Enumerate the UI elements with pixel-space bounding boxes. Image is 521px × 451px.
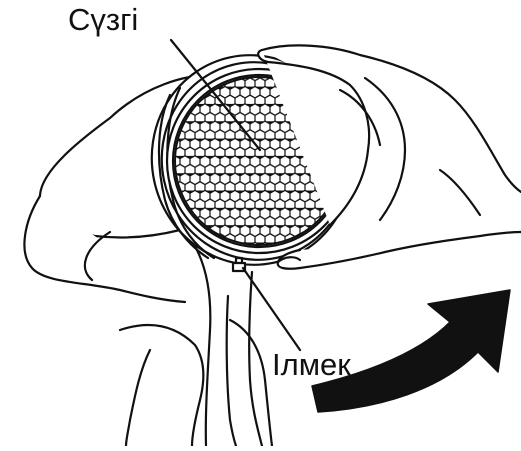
hook-label: Ілмек bbox=[272, 349, 351, 380]
lower-hand bbox=[120, 325, 203, 446]
filter-label: Сүзгі bbox=[68, 4, 138, 35]
dryer-handle-inner bbox=[227, 296, 236, 446]
lower-hand-finger bbox=[126, 350, 150, 446]
upper-hand-wrist bbox=[440, 170, 480, 215]
